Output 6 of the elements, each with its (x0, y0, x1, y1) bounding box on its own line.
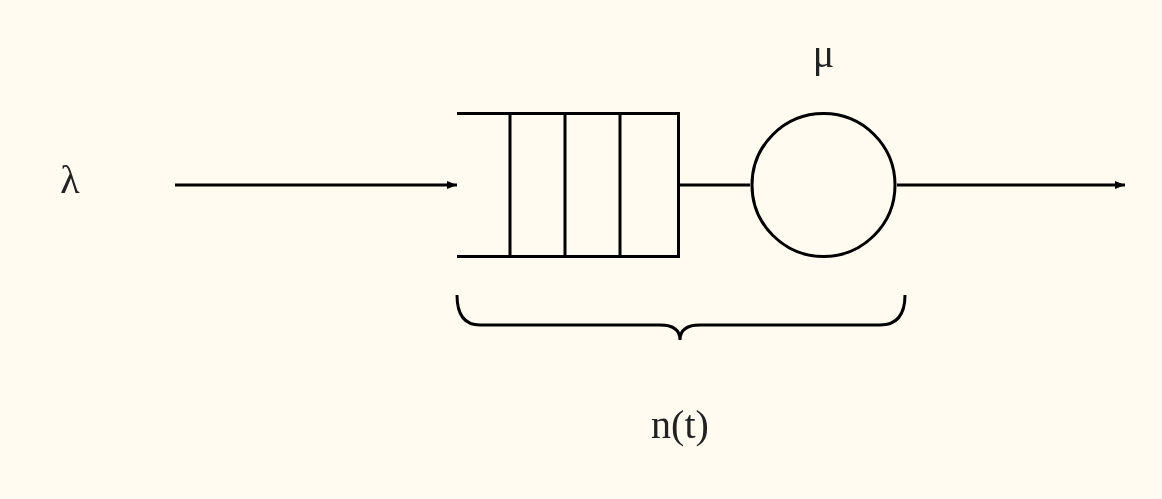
rate-label: μ (812, 34, 835, 74)
arrow (897, 181, 1125, 189)
count-label: n(t) (651, 405, 709, 445)
arrow (175, 181, 457, 189)
queue-buffer (457, 112, 680, 258)
arrival-rate-label: λ (60, 160, 80, 200)
